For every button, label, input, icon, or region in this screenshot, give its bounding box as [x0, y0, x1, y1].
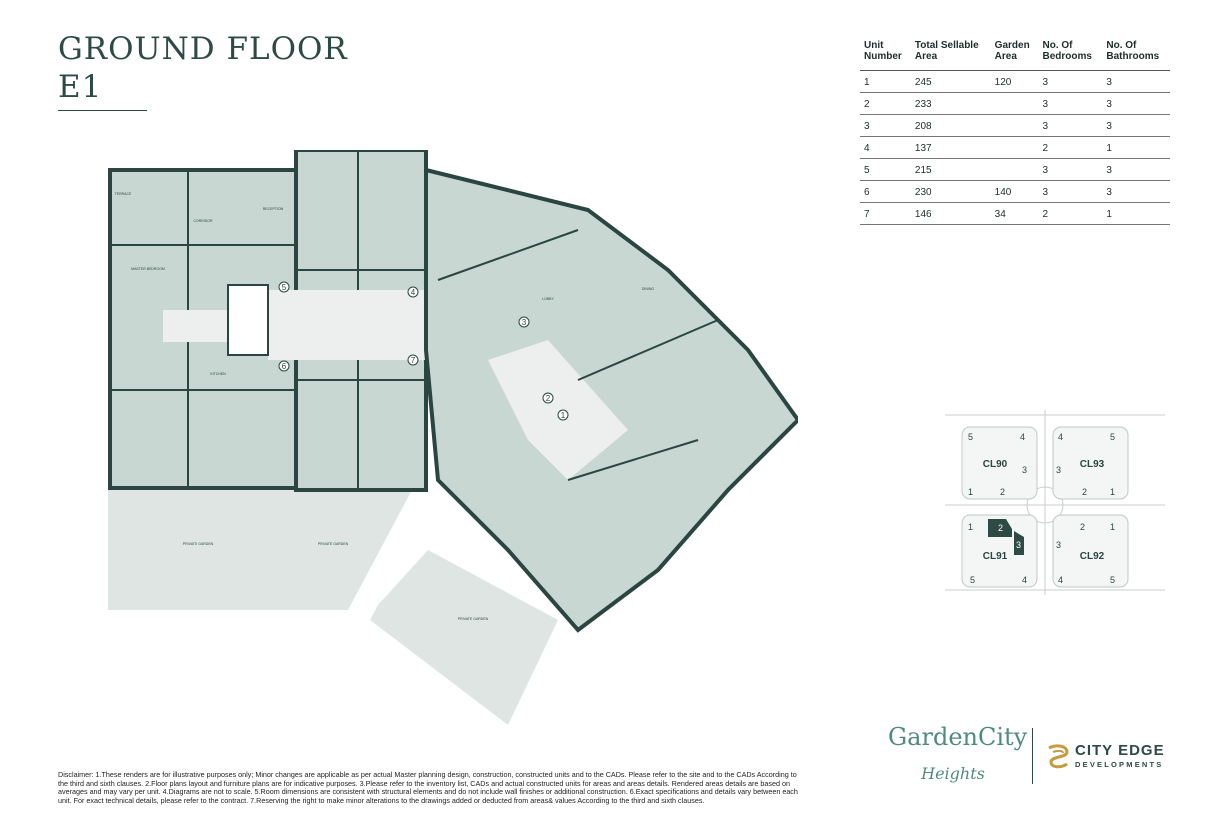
city-edge-icon: [1048, 744, 1069, 769]
svg-text:4: 4: [1058, 575, 1063, 585]
label-reception: RECEPTION: [263, 207, 284, 211]
unit-marker-7: 7: [411, 356, 416, 365]
garden-city-wordmark: GardenCity: [888, 723, 1028, 751]
unit-marker-6: 6: [282, 362, 287, 371]
svg-text:2: 2: [998, 523, 1003, 533]
svg-text:1: 1: [968, 522, 973, 532]
svg-text:1: 1: [968, 487, 973, 497]
svg-text:CL93: CL93: [1080, 459, 1105, 470]
disclaimer-text: Disclaimer: 1.These renders are for illu…: [58, 770, 798, 805]
unit-marker-2: 2: [546, 394, 551, 403]
svg-text:3: 3: [1022, 465, 1027, 475]
svg-text:5: 5: [968, 432, 973, 442]
private-garden-middle: [308, 488, 413, 610]
heights-wordmark: Heights: [921, 764, 985, 783]
city-edge-wordmark: CITY EDGE: [1075, 742, 1165, 759]
cluster-cl90: CL90 5 4 3 1 2: [961, 426, 1038, 500]
floor-plan: 1 2 3 4 5 6 7 PRIVATE GARDEN PRIVATE GAR…: [108, 150, 798, 725]
label-lobby: LOBBY: [542, 297, 554, 301]
page-title: GROUND FLOOR E1: [58, 30, 348, 106]
svg-text:5: 5: [970, 575, 975, 585]
label-master-bedroom: MASTER BEDROOM: [131, 267, 165, 271]
building-code: E1: [58, 69, 103, 105]
svg-text:1: 1: [1110, 487, 1115, 497]
svg-text:CL92: CL92: [1080, 551, 1105, 562]
private-garden-right: [370, 550, 558, 725]
unit-marker-1: 1: [561, 411, 566, 420]
site-key-map: CL90 5 4 3 1 2 CL93 4 5 3 2 1 CL91 1 2 3…: [940, 405, 1170, 600]
wing-right: [424, 167, 798, 633]
svg-text:2: 2: [1080, 522, 1085, 532]
cluster-cl91: CL91 1 2 3 5 4: [961, 514, 1038, 588]
city-edge-logo: CITY EDGE DEVELOPMENTS: [1045, 742, 1175, 772]
svg-text:3: 3: [1016, 540, 1021, 550]
svg-text:5: 5: [1110, 432, 1115, 442]
svg-text:5: 5: [1110, 575, 1115, 585]
svg-text:4: 4: [1020, 432, 1025, 442]
label-kitchen: KITCHEN: [210, 372, 226, 376]
floor-title: GROUND FLOOR: [58, 31, 348, 67]
core-diagonal: [488, 340, 628, 480]
unit-marker-4: 4: [411, 288, 416, 297]
cluster-cl93: CL93 4 5 3 2 1: [1052, 426, 1129, 500]
label-dining: DINING: [642, 287, 655, 291]
unit-marker-5: 5: [282, 283, 287, 292]
svg-text:1: 1: [1110, 522, 1115, 532]
svg-text:CL91: CL91: [983, 551, 1008, 562]
svg-text:3: 3: [1056, 465, 1061, 475]
label-corridor: CORRIDOR: [193, 219, 213, 223]
partition-walls: [110, 150, 719, 490]
svg-text:4: 4: [1058, 432, 1063, 442]
private-garden-left: [108, 488, 308, 610]
svg-text:CL90: CL90: [983, 459, 1008, 470]
svg-text:2: 2: [1082, 487, 1087, 497]
cluster-cl92: CL92 2 1 3 4 5: [1052, 514, 1129, 588]
stair-core: [227, 284, 269, 356]
svg-text:4: 4: [1022, 575, 1027, 585]
title-divider: [58, 110, 147, 111]
label-private-garden: PRIVATE GARDEN: [318, 542, 349, 546]
brand-divider: [1032, 728, 1033, 784]
svg-text:2: 2: [1000, 487, 1005, 497]
developments-wordmark: DEVELOPMENTS: [1075, 760, 1164, 769]
unit-marker-3: 3: [522, 318, 527, 327]
garden-city-logo: GardenCity Heights: [888, 722, 1028, 786]
label-terrace: TERRACE: [115, 192, 132, 196]
label-private-garden: PRIVATE GARDEN: [458, 617, 489, 621]
svg-text:3: 3: [1056, 540, 1061, 550]
label-private-garden: PRIVATE GARDEN: [183, 542, 214, 546]
